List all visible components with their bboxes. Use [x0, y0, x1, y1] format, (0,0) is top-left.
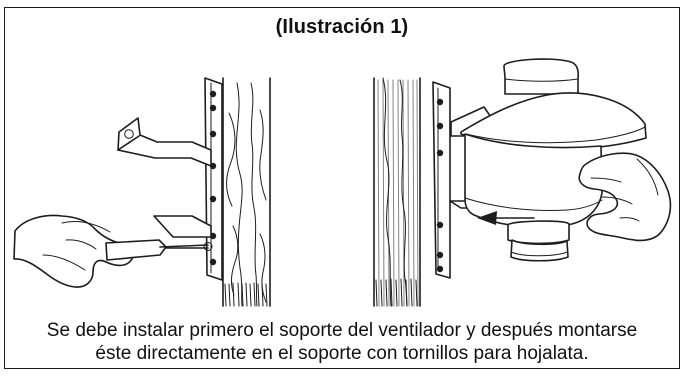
wood-stud — [373, 77, 421, 307]
illustration-frame: (Ilustración 1) — [4, 7, 680, 369]
bracket-install-drawing — [13, 77, 271, 307]
hand-with-screwdriver — [13, 214, 213, 288]
hand-holding-fan — [578, 152, 672, 242]
figure-title: (Ilustración 1) — [275, 16, 409, 38]
caption-line-1: Se debe instalar primero el soporte del … — [46, 320, 638, 341]
fan-mount-illustration — [320, 48, 679, 307]
mounting-bracket — [117, 77, 223, 281]
illustrations-row — [5, 48, 679, 307]
arrow-left-icon — [477, 211, 535, 225]
inline-fan — [460, 58, 647, 262]
mounting-bracket — [432, 81, 504, 279]
figure-caption: Se debe instalar primero el soporte del … — [5, 319, 679, 365]
caption-line-2: éste directamente en el soporte con torn… — [95, 343, 589, 364]
wood-stud — [222, 77, 271, 307]
bracket-install-illustration — [5, 48, 305, 307]
fan-mount-drawing — [373, 58, 672, 307]
